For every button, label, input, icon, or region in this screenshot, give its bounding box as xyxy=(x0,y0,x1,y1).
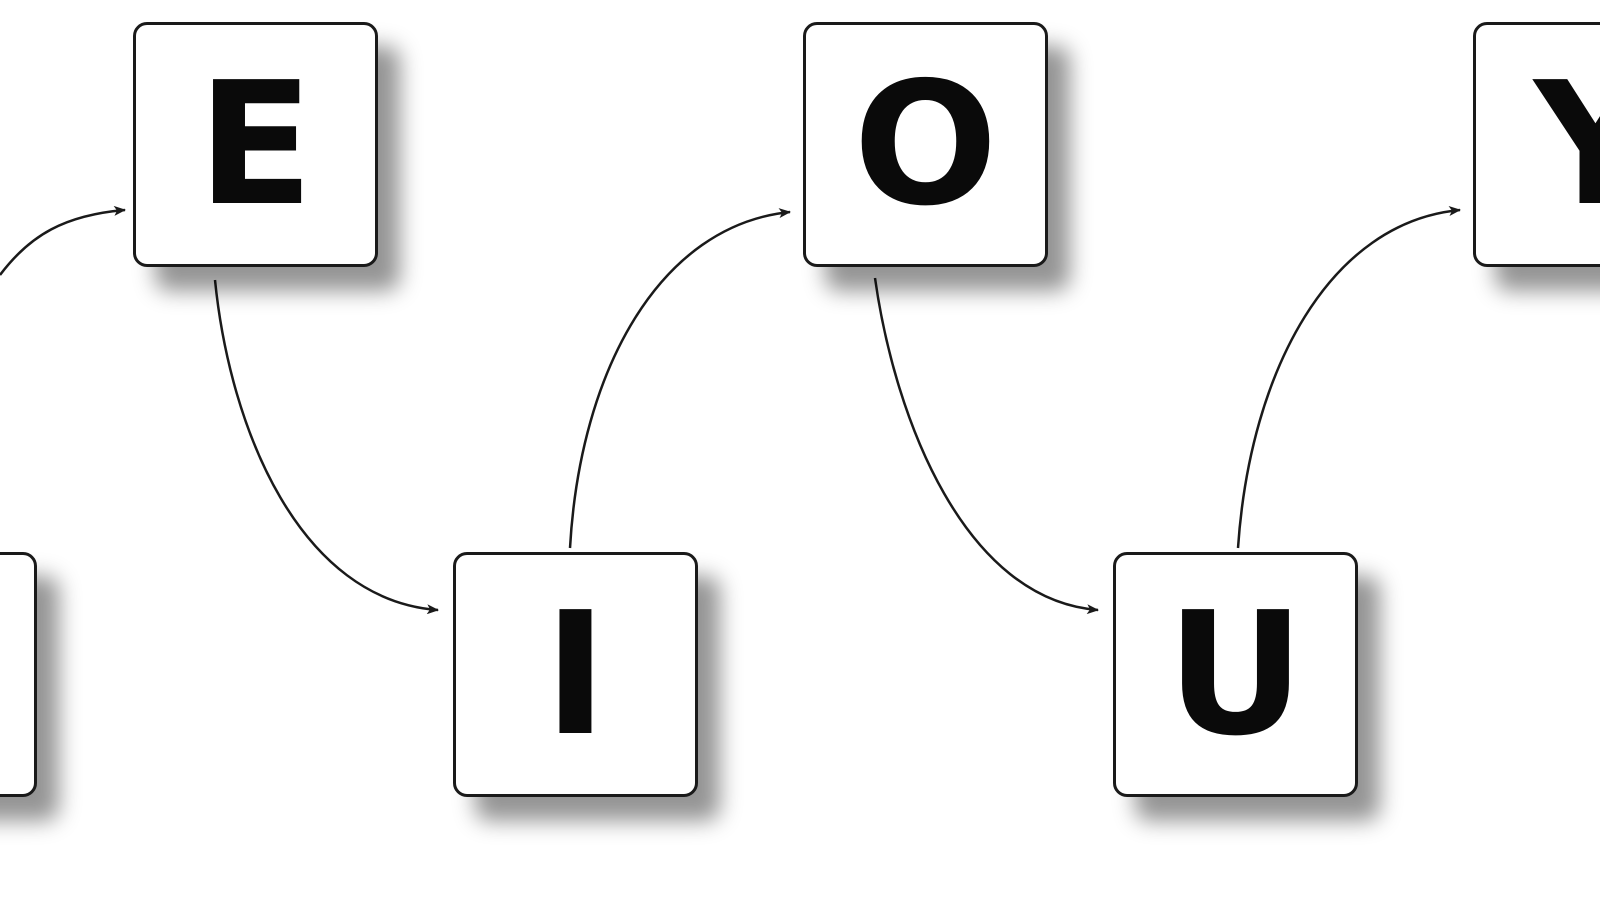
arrow-e-to-i xyxy=(213,279,439,615)
key-a: A xyxy=(0,552,37,797)
key-u-label: U xyxy=(1166,575,1305,774)
key-u: U xyxy=(1113,552,1358,797)
arrow-u-to-y xyxy=(1236,206,1461,549)
key-i-label: I xyxy=(543,575,608,774)
arrow-a-to-e xyxy=(0,205,126,276)
key-o: O xyxy=(803,22,1048,267)
key-y: Y xyxy=(1473,22,1600,267)
key-e: E xyxy=(133,22,378,267)
key-i: I xyxy=(453,552,698,797)
arrow-i-to-o xyxy=(568,208,791,549)
key-e-label: E xyxy=(197,45,314,244)
arrow-o-to-u xyxy=(873,277,1099,615)
key-o-label: O xyxy=(853,45,998,244)
key-y-label: Y xyxy=(1533,45,1600,244)
